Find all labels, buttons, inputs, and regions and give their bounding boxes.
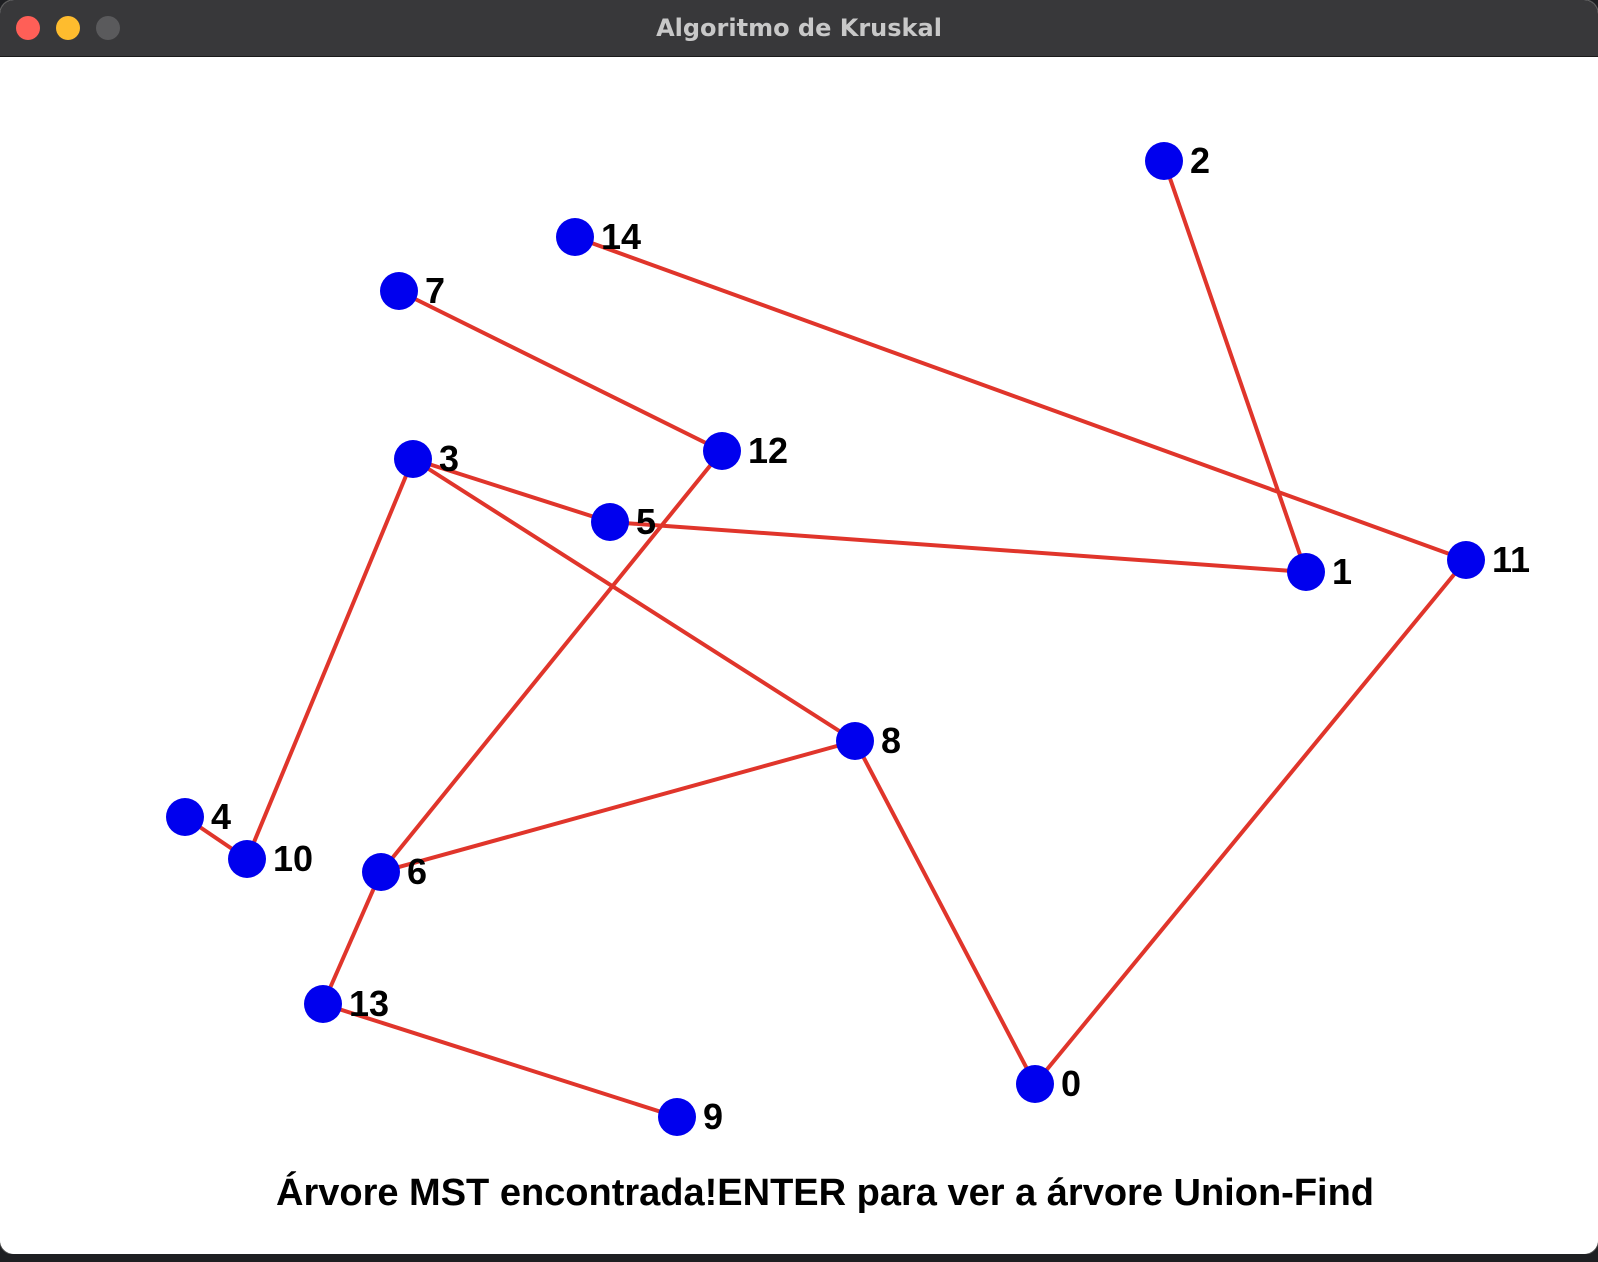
edge-3-8 xyxy=(411,457,857,743)
node-7 xyxy=(380,272,418,310)
edge-3-5 xyxy=(412,457,611,524)
node-label-13: 13 xyxy=(349,983,389,1024)
node-5 xyxy=(591,503,629,541)
node-label-5: 5 xyxy=(636,501,656,542)
status-message: Árvore MST encontrada!ENTER para ver a á… xyxy=(276,1172,1375,1214)
node-2 xyxy=(1145,142,1183,180)
node-label-8: 8 xyxy=(881,720,901,761)
edge-8-0 xyxy=(853,740,1037,1085)
edge-2-1 xyxy=(1162,160,1308,573)
node-9 xyxy=(658,1098,696,1136)
edge-8-6 xyxy=(380,739,856,874)
node-label-9: 9 xyxy=(703,1096,723,1137)
node-label-12: 12 xyxy=(748,430,788,471)
node-label-2: 2 xyxy=(1190,140,1210,181)
node-label-14: 14 xyxy=(601,216,641,257)
node-1 xyxy=(1287,553,1325,591)
edge-5-1 xyxy=(609,520,1307,574)
node-3 xyxy=(394,440,432,478)
close-window-button[interactable] xyxy=(16,16,40,40)
edge-0-11 xyxy=(1033,558,1468,1086)
desktop-background xyxy=(0,1254,1598,1262)
node-label-10: 10 xyxy=(273,838,313,879)
node-12 xyxy=(703,432,741,470)
node-14 xyxy=(556,218,594,256)
zoom-window-button[interactable] xyxy=(96,16,120,40)
title-bar[interactable]: Algoritmo de Kruskal xyxy=(0,0,1598,57)
node-label-1: 1 xyxy=(1332,551,1352,592)
window-title: Algoritmo de Kruskal xyxy=(656,14,942,42)
node-label-11: 11 xyxy=(1492,539,1530,580)
edge-6-13 xyxy=(321,871,383,1005)
edge-3-10 xyxy=(245,458,415,860)
node-label-0: 0 xyxy=(1061,1063,1081,1104)
node-6 xyxy=(362,853,400,891)
node-label-3: 3 xyxy=(439,438,459,479)
node-0 xyxy=(1016,1065,1054,1103)
node-label-4: 4 xyxy=(211,796,231,837)
node-label-7: 7 xyxy=(425,270,445,311)
node-13 xyxy=(304,985,342,1023)
node-8 xyxy=(836,722,874,760)
node-label-6: 6 xyxy=(407,851,427,892)
minimize-window-button[interactable] xyxy=(56,16,80,40)
edges-layer xyxy=(183,160,1468,1119)
node-4 xyxy=(166,798,204,836)
node-10 xyxy=(228,840,266,878)
edge-12-6 xyxy=(379,449,724,874)
node-11 xyxy=(1447,541,1485,579)
edge-7-12 xyxy=(398,289,723,453)
edge-14-11 xyxy=(574,235,1467,562)
edge-13-9 xyxy=(322,1002,678,1119)
